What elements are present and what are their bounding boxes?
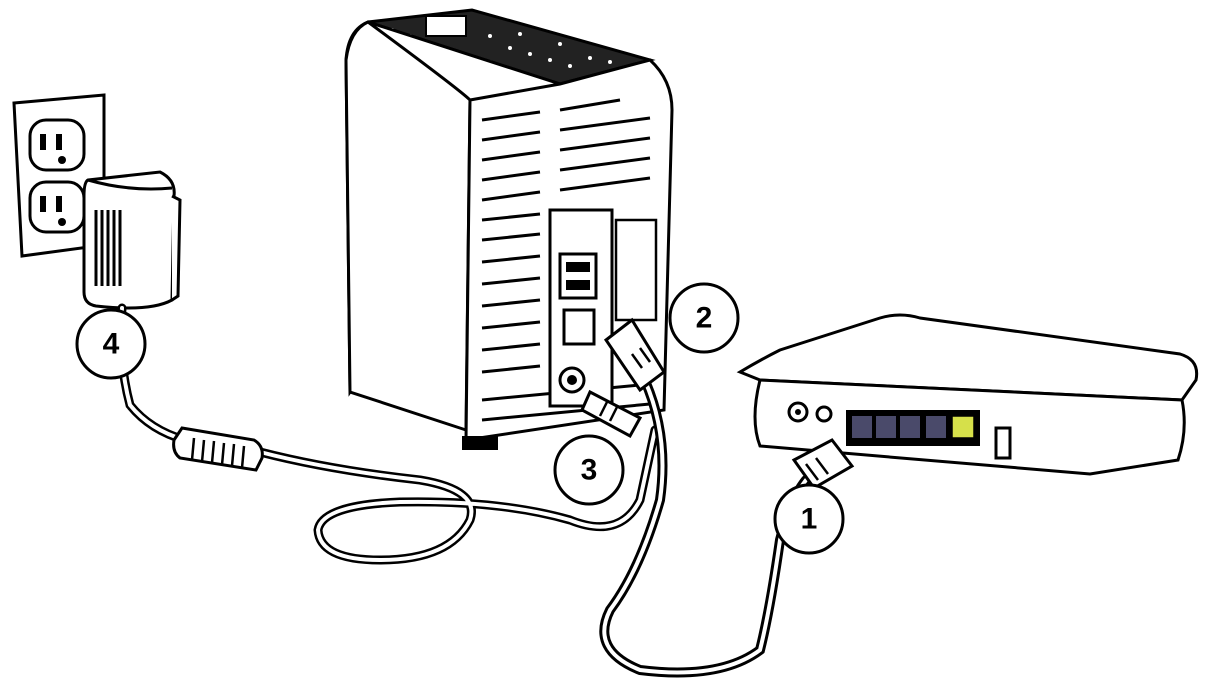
- wall-outlet-icon: [12, 93, 106, 258]
- callout-2: 2: [668, 282, 740, 354]
- callout-1-label: 1: [801, 503, 818, 536]
- callout-1: 1: [773, 483, 845, 555]
- power-adapter-icon: [82, 170, 182, 310]
- ethernet-plug-router: [791, 438, 855, 490]
- vent-slots: [481, 98, 651, 422]
- callout-2-label: 2: [696, 302, 713, 335]
- ethernet-plug-nas: [603, 317, 666, 393]
- callout-3: 3: [553, 434, 625, 506]
- power-plug-nas: [580, 389, 643, 439]
- callout-3-label: 3: [581, 454, 598, 487]
- ferrite-bead-icon: [172, 426, 264, 472]
- router-icon: [736, 313, 1199, 476]
- network-drive-icon: [344, 8, 674, 450]
- ethernet-cable: [599, 365, 811, 678]
- callout-4: 4: [75, 308, 147, 380]
- callout-4-label: 4: [103, 328, 120, 361]
